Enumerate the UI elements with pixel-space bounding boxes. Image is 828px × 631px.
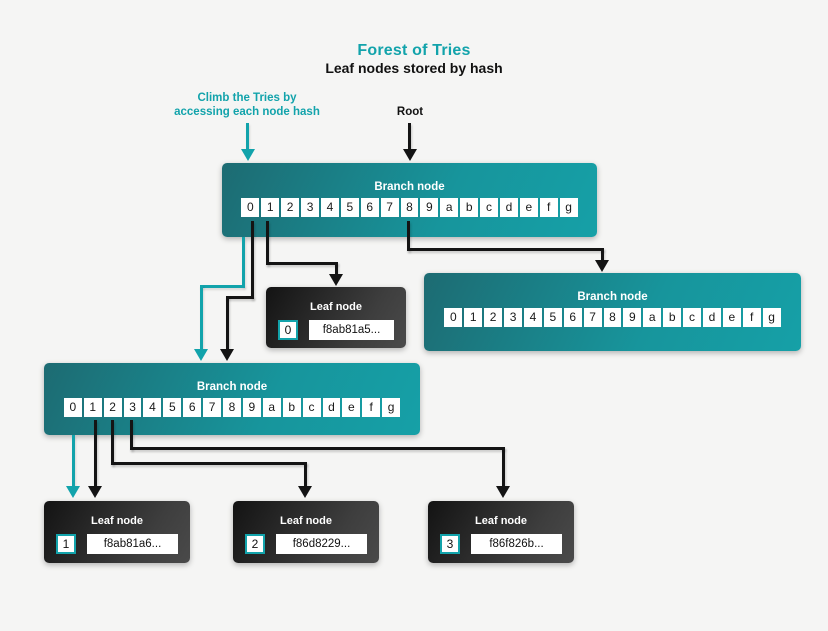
- arrow-down-icon: [329, 274, 343, 286]
- branch-cell: 3: [123, 398, 142, 417]
- leaf-hash-value: f86d8229...: [276, 534, 367, 554]
- branch-cell: 4: [143, 398, 162, 417]
- leaf-node-3: Leaf node 3 f86f826b...: [428, 501, 574, 563]
- leaf-hash-value: f86f826b...: [471, 534, 562, 554]
- leaf-node-1: Leaf node 1 f8ab81a6...: [44, 501, 190, 563]
- arrow-down-icon: [88, 486, 102, 498]
- leaf-node-label: Leaf node: [310, 301, 362, 313]
- branch-cell: 1: [83, 398, 102, 417]
- branch-node-label: Branch node: [577, 291, 648, 303]
- branch-cell: 9: [242, 398, 261, 417]
- branch-cell: 8: [603, 308, 622, 327]
- branch-cell: f: [742, 308, 761, 327]
- branch-cell: 9: [420, 198, 439, 217]
- branch-cell: 8: [400, 198, 419, 217]
- leaf-index-cell: 2: [245, 534, 265, 554]
- branch-cell: 6: [563, 308, 582, 327]
- arrow-down-icon: [298, 486, 312, 498]
- branch-cell: 7: [203, 398, 222, 417]
- branch-cell: c: [480, 198, 498, 217]
- branch-cell: 3: [301, 198, 319, 217]
- branch-cell: 5: [163, 398, 182, 417]
- branch-cell: 1: [464, 308, 483, 327]
- branch-cell: g: [762, 308, 781, 327]
- branch-cell: b: [282, 398, 301, 417]
- leaf-node-row: 1 f8ab81a6...: [56, 534, 178, 554]
- branch-cell: b: [663, 308, 682, 327]
- branch-cell: 2: [484, 308, 503, 327]
- branch-cell: 6: [360, 198, 379, 217]
- climb-annotation: Climb the Tries by accessing each node h…: [174, 92, 320, 118]
- branch-cell: g: [382, 398, 401, 417]
- arrow-down-icon: [496, 486, 510, 498]
- branch-cell: f: [539, 198, 558, 217]
- branch-cell: 2: [281, 198, 300, 217]
- branch-cell: c: [683, 308, 701, 327]
- leaf-node-2: Leaf node 2 f86d8229...: [233, 501, 379, 563]
- leaf-index-cell: 3: [440, 534, 460, 554]
- branch-cell: 1: [261, 198, 280, 217]
- leaf-node-0: Leaf node 0 f8ab81a5...: [266, 287, 406, 348]
- branch-cell: 9: [623, 308, 642, 327]
- branch-cell: a: [643, 308, 662, 327]
- branch-cell: 5: [543, 308, 562, 327]
- leaf-hash-value: f8ab81a5...: [309, 320, 394, 340]
- branch-cell: e: [342, 398, 361, 417]
- branch-cell: 8: [223, 398, 241, 417]
- arrow-down-icon: [220, 349, 234, 361]
- branch-cell: e: [519, 198, 538, 217]
- leaf-node-label: Leaf node: [475, 515, 527, 527]
- branch-cell: 3: [504, 308, 522, 327]
- branch-cell: e: [722, 308, 741, 327]
- branch-cell: g: [559, 198, 578, 217]
- leaf-node-row: 2 f86d8229...: [245, 534, 367, 554]
- leaf-index-cell: 0: [278, 320, 298, 340]
- branch-node-label: Branch node: [374, 181, 445, 193]
- branch-cell: a: [440, 198, 459, 217]
- leaf-node-row: 0 f8ab81a5...: [278, 320, 394, 340]
- arrow-down-icon: [194, 349, 208, 361]
- root-annotation: Root: [396, 106, 424, 118]
- leaf-hash-value: f8ab81a6...: [87, 534, 178, 554]
- branch-cell: d: [322, 398, 341, 417]
- leaf-index-cell: 1: [56, 534, 76, 554]
- arrow-down-icon: [66, 486, 80, 498]
- branch-cell: 5: [340, 198, 359, 217]
- branch-cell: 2: [103, 398, 122, 417]
- leaf-node-row: 3 f86f826b...: [440, 534, 562, 554]
- leaf-node-label: Leaf node: [91, 515, 143, 527]
- branch-cell: 0: [63, 398, 82, 417]
- arrow-down-icon: [403, 149, 417, 161]
- leaf-node-label: Leaf node: [280, 515, 332, 527]
- arrow-down-icon: [241, 149, 255, 161]
- branch-cell: d: [703, 308, 721, 327]
- page-title: Forest of Tries: [357, 42, 471, 59]
- branch-cell: c: [302, 398, 321, 417]
- branch-cell: 7: [380, 198, 399, 217]
- branch-cell: 6: [183, 398, 202, 417]
- arrow-down-icon: [595, 260, 609, 272]
- branch-cell: a: [262, 398, 281, 417]
- branch-node-label: Branch node: [196, 381, 268, 393]
- branch-cell: 4: [320, 198, 339, 217]
- branch-cell: b: [460, 198, 479, 217]
- branch-cell: 0: [444, 308, 463, 327]
- branch-cell: 0: [241, 198, 260, 217]
- branch-cell: 7: [583, 308, 602, 327]
- branch-cell: 4: [523, 308, 542, 327]
- branch-cell: f: [362, 398, 381, 417]
- branch-cell: d: [500, 198, 518, 217]
- page-subtitle: Leaf nodes stored by hash: [325, 60, 503, 76]
